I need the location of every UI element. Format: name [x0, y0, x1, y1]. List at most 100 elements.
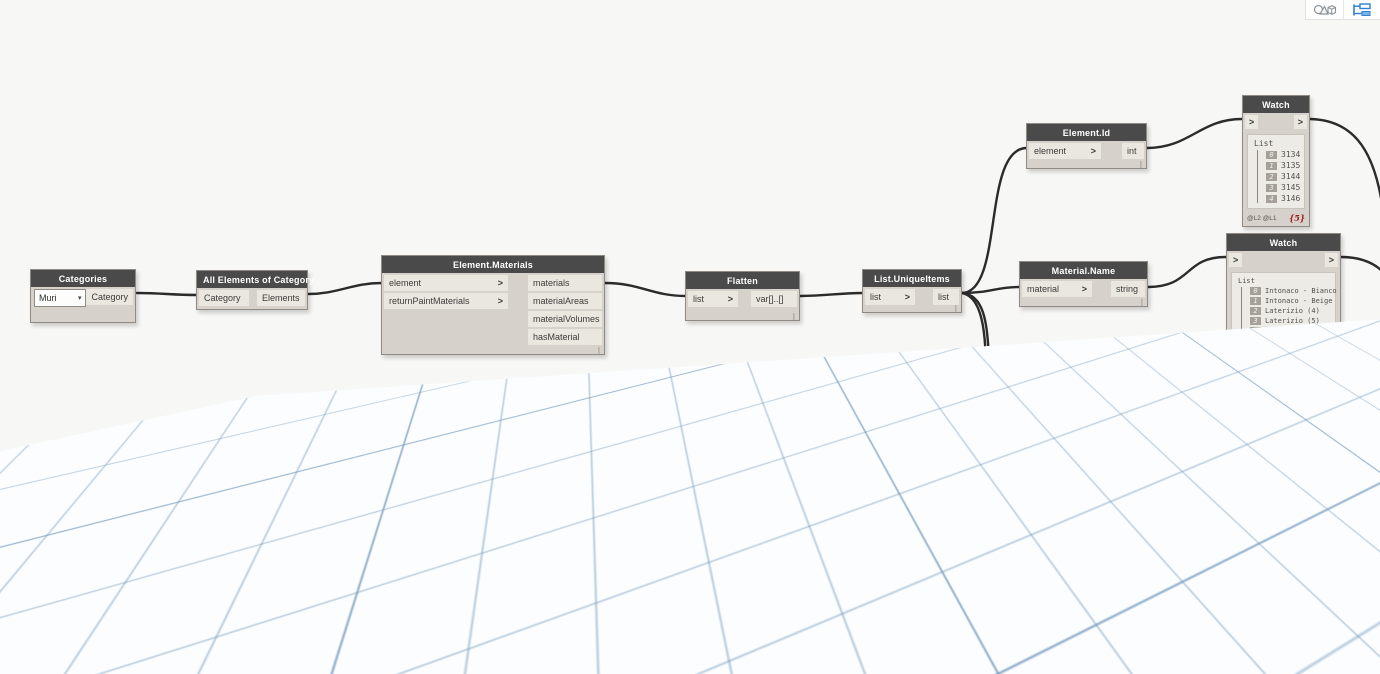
port-out-string[interactable]: string	[1111, 281, 1145, 297]
port-out-category[interactable]: Category	[86, 289, 133, 305]
wire[interactable]	[960, 291, 1014, 489]
node-flatten[interactable]: Flatten list > var[]..[] |	[685, 271, 800, 321]
wire[interactable]	[1146, 255, 1228, 289]
wire[interactable]	[1347, 384, 1380, 396]
lacing-indicator[interactable]: |	[954, 304, 957, 313]
port-in-material[interactable]: material >	[1022, 281, 1092, 297]
list-index: 4	[1264, 455, 1275, 463]
port-in[interactable]: >	[1243, 513, 1257, 527]
lacing-indicator[interactable]: |	[597, 346, 600, 355]
wire[interactable]	[135, 291, 199, 297]
node-title[interactable]: Code Block	[863, 400, 924, 417]
node-element-materials[interactable]: Element.Materials element > returnPaintM…	[381, 255, 605, 355]
port-out-code[interactable]: >	[932, 495, 944, 511]
port-out-materialvolumes[interactable]: materialVolumes	[528, 311, 602, 327]
port-out-code[interactable]: >	[916, 419, 928, 435]
code-block-code[interactable]: "Costo";	[865, 419, 915, 435]
lacing-indicator[interactable]: |	[792, 312, 795, 321]
port-out-elements[interactable]: Elements	[257, 290, 305, 306]
port-out[interactable]: >	[1324, 253, 1338, 267]
wire[interactable]	[960, 285, 1021, 295]
lacing-indicator[interactable]: |	[1153, 435, 1156, 444]
port-in-category[interactable]: Category	[199, 290, 249, 306]
node-title[interactable]: Watch	[1227, 234, 1340, 251]
lacing-indicator[interactable]: |	[1139, 160, 1142, 169]
port-out-parameter[interactable]: Parameter	[1106, 481, 1158, 497]
port-in-element[interactable]: element >	[1015, 481, 1089, 497]
lacing-indicator[interactable]: |	[1153, 518, 1156, 527]
port-in-list[interactable]: list >	[688, 291, 738, 307]
wire[interactable]	[798, 291, 865, 298]
port-in-element[interactable]: element >	[1029, 143, 1101, 159]
lacing-indicator[interactable]: |	[1140, 298, 1143, 307]
port-out-var[interactable]: var[]..[]	[751, 291, 797, 307]
levels-indicator[interactable]: @L2 @L1	[1231, 346, 1261, 354]
node-title[interactable]: Code Block	[863, 476, 937, 493]
node-title[interactable]: Flatten	[686, 272, 799, 289]
wire[interactable]	[960, 146, 1028, 295]
node-material-name[interactable]: Material.Name material > string |	[1019, 261, 1148, 307]
node-all-elements-of-category[interactable]: All Elements of Category Category Elemen…	[196, 270, 314, 310]
port-in[interactable]: >	[1229, 253, 1243, 267]
graph-view-button[interactable]	[1343, 0, 1380, 19]
port-out-materialareas[interactable]: materialAreas	[528, 293, 602, 309]
wire[interactable]	[960, 291, 1014, 405]
node-title[interactable]: Categories	[31, 270, 135, 287]
wire[interactable]	[936, 499, 1014, 505]
levels-indicator[interactable]: @L2 @L1	[1245, 474, 1275, 482]
port-out[interactable]: >	[1332, 381, 1346, 395]
node-parameter-by-name-2[interactable]: Parameter.ParameterByName element > name…	[1012, 461, 1161, 527]
categories-dropdown[interactable]: Muri ▾	[34, 289, 87, 307]
list-count: {5}	[1314, 605, 1330, 615]
node-code-block-commenti[interactable]: Code Block "Commenti"; >	[862, 475, 944, 522]
port-in-element[interactable]: element >	[1015, 398, 1089, 414]
node-title[interactable]: Element.Id	[1027, 124, 1146, 141]
node-categories[interactable]: Categories Muri ▾ Category	[30, 269, 136, 323]
node-title[interactable]: Parameter.ParameterByName	[1013, 462, 1160, 479]
node-parameter-by-name-1[interactable]: Parameter.ParameterByName element > name…	[1012, 378, 1161, 444]
wire[interactable]	[306, 281, 384, 296]
wire[interactable]	[923, 417, 1014, 422]
levels-indicator[interactable]: @L2 @L1	[1247, 214, 1277, 222]
port-in-element[interactable]: element >	[384, 275, 508, 291]
node-title[interactable]: Material.Name	[1020, 262, 1147, 279]
port-out[interactable]: >	[1293, 115, 1307, 129]
wire[interactable]	[603, 281, 688, 298]
port-out-hasmaterial[interactable]: hasMaterial	[528, 329, 602, 345]
levels-indicator[interactable]: @L2 @L1	[1245, 606, 1275, 614]
node-title[interactable]: Parameter.ParameterByName	[1013, 379, 1160, 396]
port-in-returnpaintmaterials[interactable]: returnPaintMaterials >	[384, 293, 508, 309]
wire[interactable]	[1308, 117, 1380, 199]
wire[interactable]	[1159, 485, 1242, 519]
port-out-int[interactable]: int	[1122, 143, 1144, 159]
port-in-name[interactable]: name >	[1015, 499, 1089, 515]
node-element-id[interactable]: Element.Id element > int |	[1026, 123, 1147, 169]
port-out[interactable]: >	[1318, 513, 1332, 527]
node-title[interactable]: List.UniqueItems	[863, 270, 961, 287]
node-title[interactable]: All Elements of Category	[197, 271, 314, 288]
node-title[interactable]: Element.Materials	[382, 256, 604, 273]
node-list-uniqueitems[interactable]: List.UniqueItems list > list |	[862, 269, 962, 313]
port-in-name[interactable]: name >	[1015, 416, 1089, 432]
node-title[interactable]: Watch	[1241, 494, 1334, 511]
geometry-preview-button[interactable]	[1306, 0, 1343, 19]
port-in[interactable]: >	[1243, 381, 1257, 395]
node-code-block-costo[interactable]: Code Block "Costo"; >	[862, 399, 928, 446]
port-chevron: >	[1090, 146, 1096, 156]
wire[interactable]	[1159, 384, 1242, 405]
port-in-list[interactable]: list >	[865, 289, 915, 305]
wire[interactable]	[1339, 255, 1380, 271]
node-title[interactable]: Watch	[1243, 96, 1309, 113]
port-out-materials[interactable]: materials	[528, 275, 602, 291]
port-in[interactable]: >	[1245, 115, 1259, 129]
wire[interactable]	[1145, 117, 1244, 150]
port-out-list[interactable]: list	[933, 289, 959, 305]
port-out-parameter[interactable]: Parameter	[1106, 398, 1158, 414]
node-title[interactable]: Watch	[1241, 362, 1348, 379]
code-block-code[interactable]: "Commenti";	[865, 495, 931, 511]
